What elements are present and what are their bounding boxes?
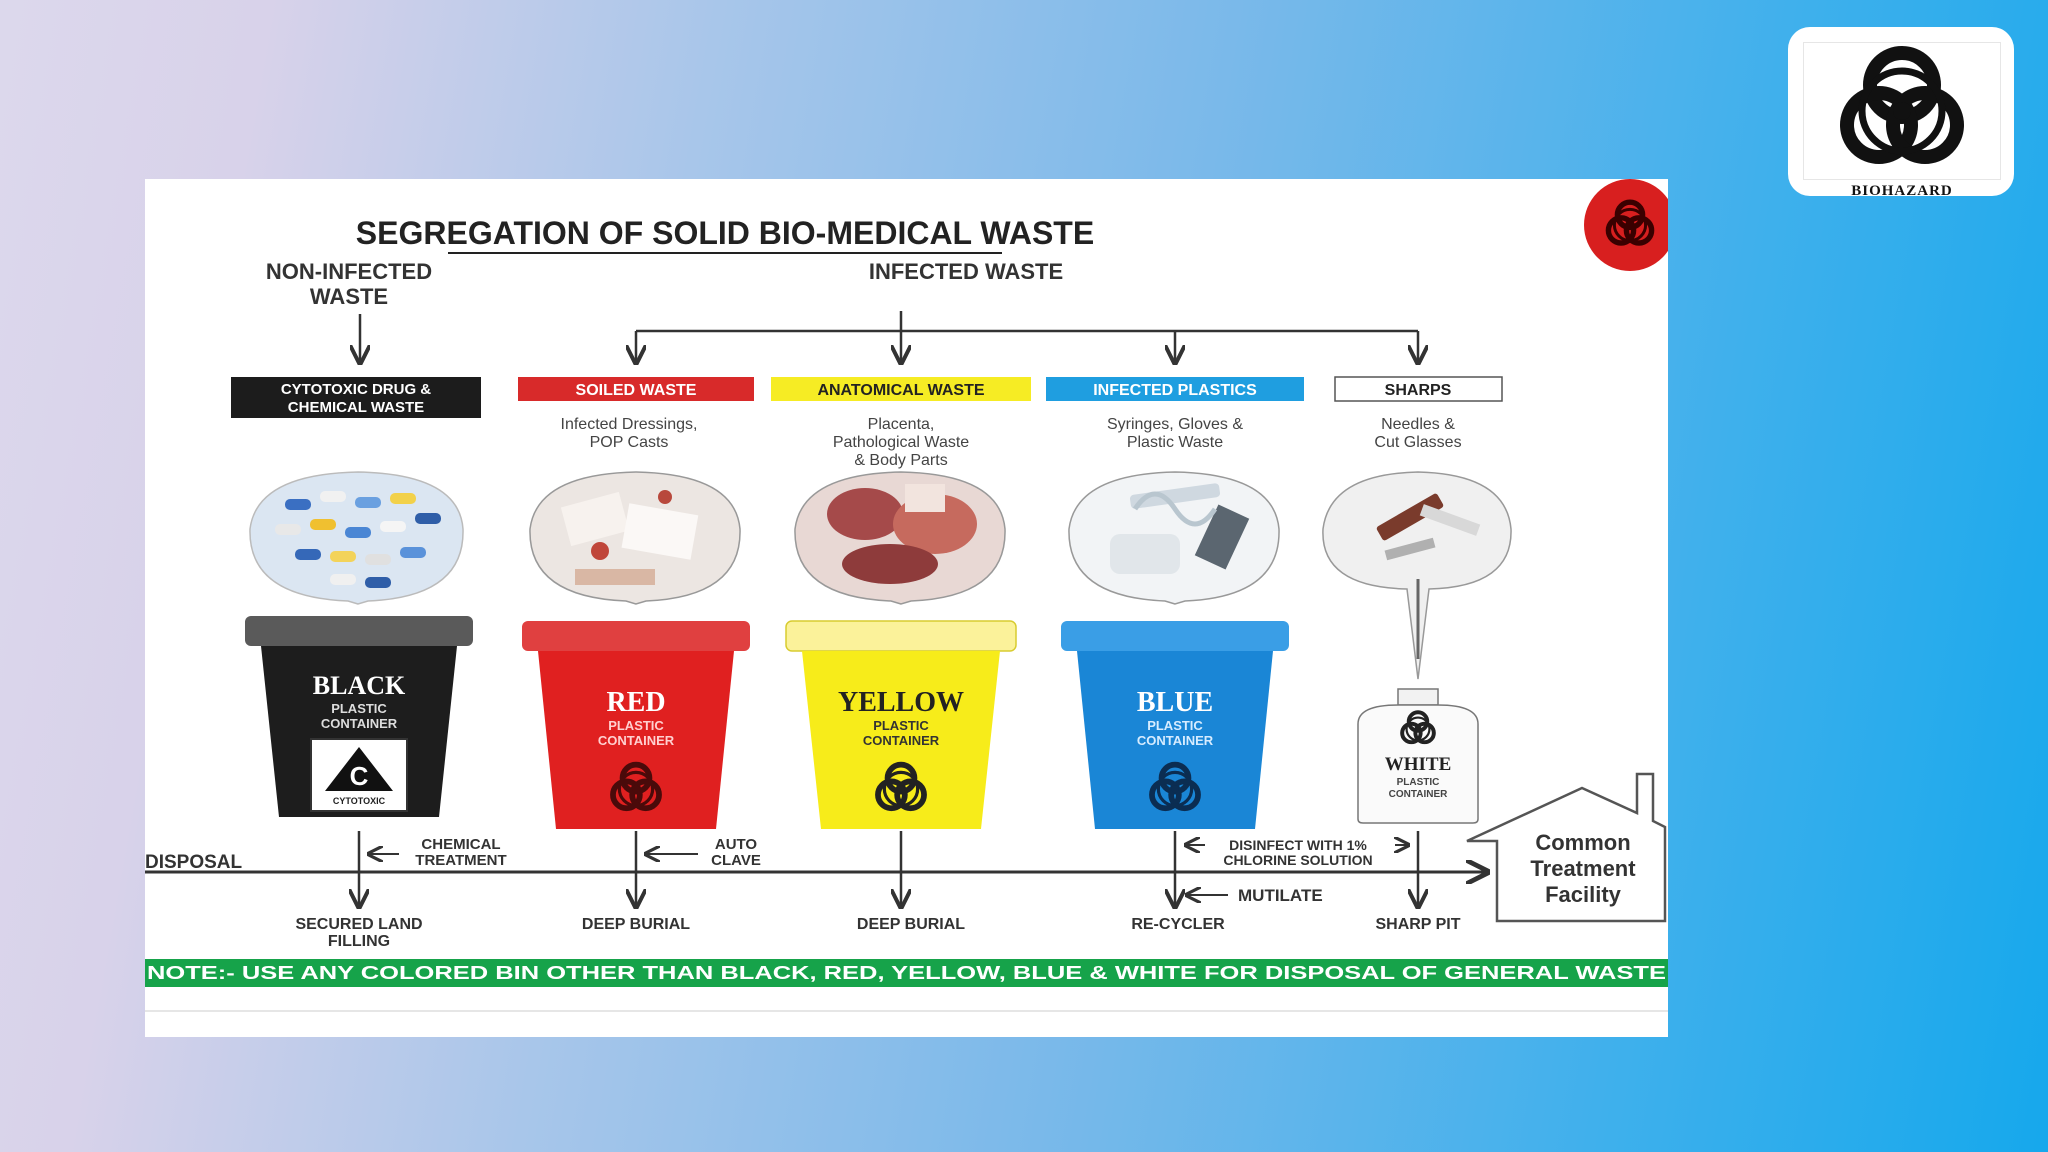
svg-text:CONTAINER: CONTAINER bbox=[863, 733, 940, 748]
svg-text:Treatment: Treatment bbox=[1530, 856, 1636, 881]
svg-text:BLACK: BLACK bbox=[313, 671, 406, 700]
illustration-plastics bbox=[1068, 471, 1280, 605]
svg-text:SHARPS: SHARPS bbox=[1385, 382, 1452, 399]
desc-anatomical-1: Placenta, bbox=[868, 416, 935, 433]
illustration-sharps bbox=[1322, 471, 1512, 680]
illustration-pills bbox=[249, 471, 464, 605]
desc-plastics-2: Plastic Waste bbox=[1127, 434, 1223, 451]
svg-text:PLASTIC: PLASTIC bbox=[331, 701, 387, 716]
biohazard-badge-label: BIOHAZARD bbox=[1851, 183, 1953, 199]
cytotoxic-sign-label: CYTOTOXIC bbox=[333, 796, 386, 806]
bin-blue: BLUE PLASTIC CONTAINER bbox=[1061, 621, 1289, 829]
svg-text:SOILED WASTE: SOILED WASTE bbox=[576, 382, 697, 399]
cytotoxic-triangle-icon bbox=[325, 747, 393, 791]
svg-text:PLASTIC: PLASTIC bbox=[873, 718, 929, 733]
label-soiled-waste: SOILED WASTE bbox=[518, 377, 754, 401]
svg-text:YELLOW: YELLOW bbox=[838, 687, 964, 718]
svg-text:CONTAINER: CONTAINER bbox=[598, 733, 675, 748]
poster-title: SEGREGATION OF SOLID BIO-MEDICAL WASTE bbox=[356, 215, 1094, 251]
treatment-autoclave-1: AUTO bbox=[715, 836, 758, 853]
svg-text:CYTOTOXIC DRUG &: CYTOTOXIC DRUG & bbox=[281, 381, 431, 398]
svg-text:BLUE: BLUE bbox=[1137, 687, 1213, 718]
svg-text:PLASTIC: PLASTIC bbox=[1397, 777, 1440, 788]
svg-text:CHEMICAL WASTE: CHEMICAL WASTE bbox=[288, 399, 424, 416]
treatment-autoclave-2: CLAVE bbox=[711, 852, 761, 869]
desc-anatomical-3: & Body Parts bbox=[854, 452, 947, 469]
bin-white-sharps: WHITE PLASTIC CONTAINER bbox=[1357, 688, 1479, 824]
biohazard-seal-icon bbox=[1584, 179, 1668, 271]
note-bar: NOTE:- USE ANY COLORED BIN OTHER THAN BL… bbox=[145, 959, 1668, 987]
label-infected-plastics: INFECTED PLASTICS bbox=[1046, 377, 1304, 401]
bin-yellow: YELLOW PLASTIC CONTAINER bbox=[785, 620, 1017, 829]
desc-soiled-2: POP Casts bbox=[590, 434, 669, 451]
biohazard-badge: BIOHAZARD bbox=[1788, 27, 2014, 199]
treatment-disinfect-1: DISINFECT WITH 1% bbox=[1229, 837, 1367, 853]
svg-text:CONTAINER: CONTAINER bbox=[1389, 789, 1448, 800]
final-secured-land-2: FILLING bbox=[328, 933, 390, 950]
desc-soiled-1: Infected Dressings, bbox=[561, 416, 698, 433]
non-infected-heading-1: NON-INFECTED bbox=[266, 259, 432, 284]
label-anatomical-waste: ANATOMICAL WASTE bbox=[771, 377, 1031, 401]
final-recycler: RE-CYCLER bbox=[1131, 916, 1225, 933]
biohazard-badge-frame: BIOHAZARD bbox=[1803, 42, 2001, 199]
desc-anatomical-2: Pathological Waste bbox=[833, 434, 969, 451]
desc-sharps-2: Cut Glasses bbox=[1374, 434, 1461, 451]
svg-text:ANATOMICAL WASTE: ANATOMICAL WASTE bbox=[817, 382, 984, 399]
treatment-disinfect-2: CHLORINE SOLUTION bbox=[1223, 852, 1372, 868]
svg-text:NOTE:- USE ANY COLORED BIN OT: NOTE:- USE ANY COLORED BIN OTHER THAN BL… bbox=[147, 962, 1666, 983]
final-secured-land-1: SECURED LAND bbox=[295, 916, 422, 933]
label-sharps: SHARPS bbox=[1334, 376, 1503, 402]
infected-heading: INFECTED WASTE bbox=[869, 259, 1063, 284]
bin-black: BLACK PLASTIC CONTAINER C CYTOTOXIC bbox=[245, 616, 473, 817]
treatment-chemical-1: CHEMICAL bbox=[421, 836, 500, 853]
non-infected-heading-2: WASTE bbox=[310, 284, 388, 309]
svg-text:WHITE: WHITE bbox=[1385, 754, 1452, 775]
cytotoxic-sign-letter: C bbox=[350, 761, 369, 791]
bin-red: RED PLASTIC CONTAINER bbox=[522, 621, 750, 829]
svg-text:INFECTED PLASTICS: INFECTED PLASTICS bbox=[1093, 382, 1257, 399]
desc-plastics-1: Syringes, Gloves & bbox=[1107, 416, 1243, 433]
bio-medical-waste-poster: SEGREGATION OF SOLID BIO-MEDICAL WASTE N… bbox=[145, 179, 1668, 1037]
illustration-anatomical bbox=[794, 471, 1006, 605]
desc-sharps-1: Needles & bbox=[1381, 416, 1455, 433]
svg-text:PLASTIC: PLASTIC bbox=[1147, 718, 1203, 733]
final-deep-burial-red: DEEP BURIAL bbox=[582, 916, 690, 933]
svg-text:RED: RED bbox=[606, 687, 665, 718]
svg-text:Facility: Facility bbox=[1545, 882, 1622, 907]
disposal-label: DISPOSAL bbox=[145, 852, 243, 873]
svg-text:Common: Common bbox=[1535, 830, 1630, 855]
label-cytotoxic: CYTOTOXIC DRUG & CHEMICAL WASTE bbox=[231, 377, 481, 418]
common-treatment-facility: Common Treatment Facility bbox=[1466, 772, 1667, 923]
svg-text:CONTAINER: CONTAINER bbox=[321, 716, 398, 731]
svg-text:CONTAINER: CONTAINER bbox=[1137, 733, 1214, 748]
treatment-mutilate: MUTILATE bbox=[1238, 886, 1323, 905]
svg-text:PLASTIC: PLASTIC bbox=[608, 718, 664, 733]
segregation-diagram: SEGREGATION OF SOLID BIO-MEDICAL WASTE N… bbox=[145, 179, 1668, 1012]
illustration-dressings bbox=[529, 471, 741, 605]
final-deep-burial-yellow: DEEP BURIAL bbox=[857, 916, 965, 933]
biohazard-symbol-icon bbox=[1840, 46, 1964, 164]
treatment-chemical-2: TREATMENT bbox=[415, 852, 506, 869]
final-sharp-pit: SHARP PIT bbox=[1375, 916, 1460, 933]
